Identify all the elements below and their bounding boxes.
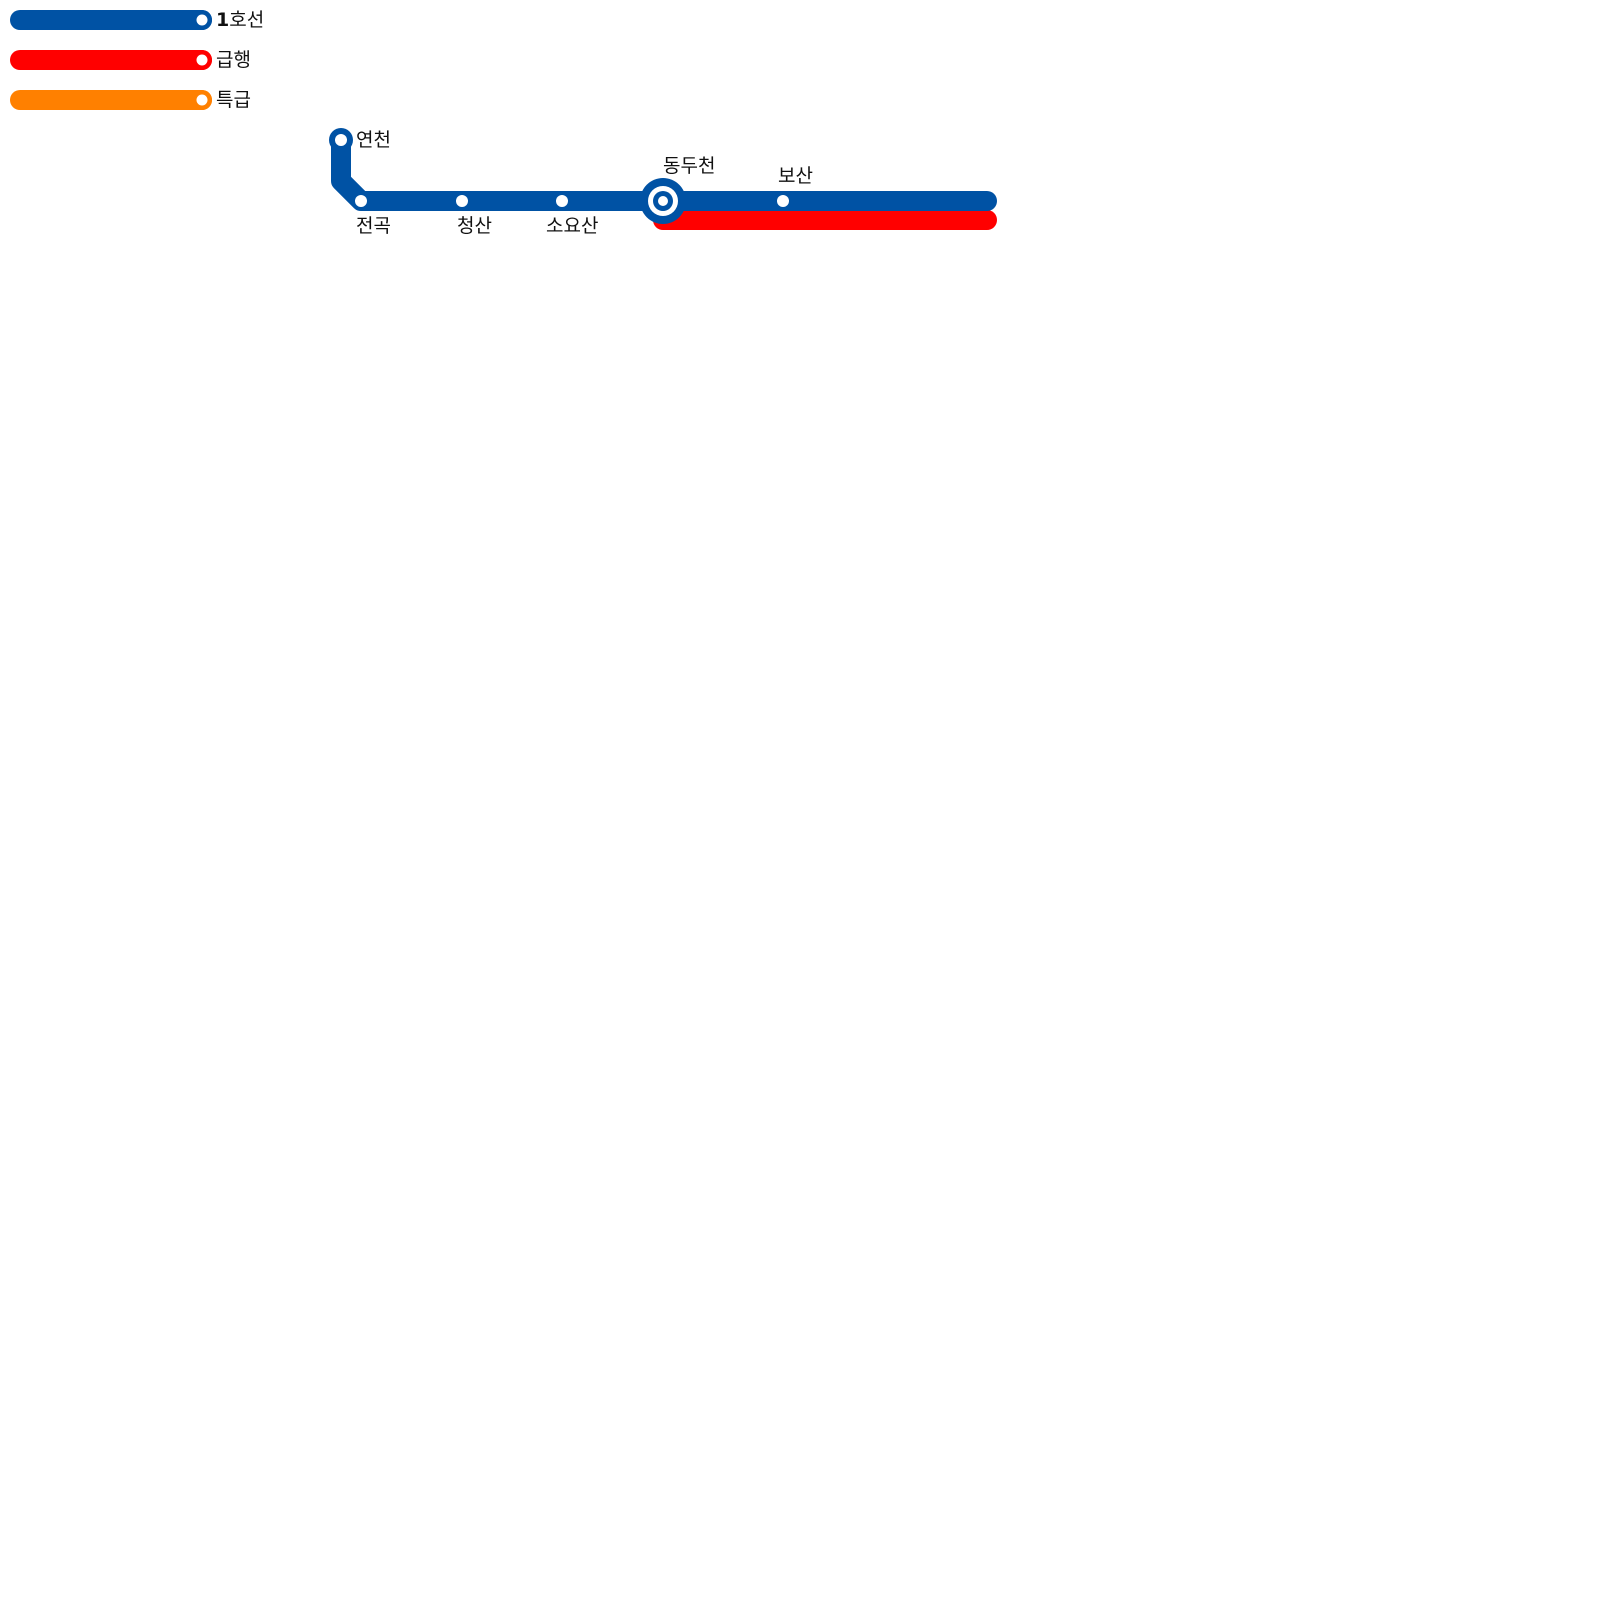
- station-soyosan-label: 소요산: [546, 215, 598, 237]
- station-cheongsan-label: 청산: [457, 215, 492, 237]
- legend-express-station-dot: [196, 54, 208, 66]
- legend-line1-station-dot: [196, 14, 208, 26]
- station-dongducheon-dot: [658, 196, 668, 206]
- legend-express-label: 급행: [216, 49, 251, 71]
- legend: 1호선 급행 특급: [10, 9, 264, 111]
- station-soyosan[interactable]: 소요산: [546, 195, 598, 237]
- legend-item-line1: 1호선: [10, 9, 264, 31]
- station-soyosan-dot: [556, 195, 568, 207]
- station-jeongok-label: 전곡: [356, 215, 391, 237]
- station-dongducheon[interactable]: 동두천: [640, 155, 715, 224]
- legend-line1-label: 1호선: [216, 9, 264, 31]
- station-bosan-label: 보산: [778, 165, 813, 187]
- station-yeoncheon-label: 연천: [356, 129, 391, 151]
- station-cheongsan-dot: [456, 195, 468, 207]
- legend-special-label: 특급: [216, 89, 251, 111]
- legend-item-express: 급행: [10, 49, 251, 71]
- legend-line1-label-num: 1: [216, 9, 229, 31]
- station-bosan[interactable]: 보산: [777, 165, 813, 207]
- station-bosan-dot: [777, 195, 789, 207]
- legend-line1-label-rest: 호선: [229, 9, 264, 31]
- station-dongducheon-label: 동두천: [663, 155, 715, 177]
- legend-special-station-dot: [196, 94, 208, 106]
- station-cheongsan[interactable]: 청산: [456, 195, 492, 237]
- station-jeongok[interactable]: 전곡: [355, 195, 391, 237]
- legend-item-special: 특급: [10, 89, 251, 111]
- stations: 연천 전곡 청산 소요산 동두천 보산: [329, 128, 813, 237]
- station-yeoncheon[interactable]: 연천: [329, 128, 391, 152]
- station-jeongok-dot: [355, 195, 367, 207]
- station-yeoncheon-dot: [335, 134, 347, 146]
